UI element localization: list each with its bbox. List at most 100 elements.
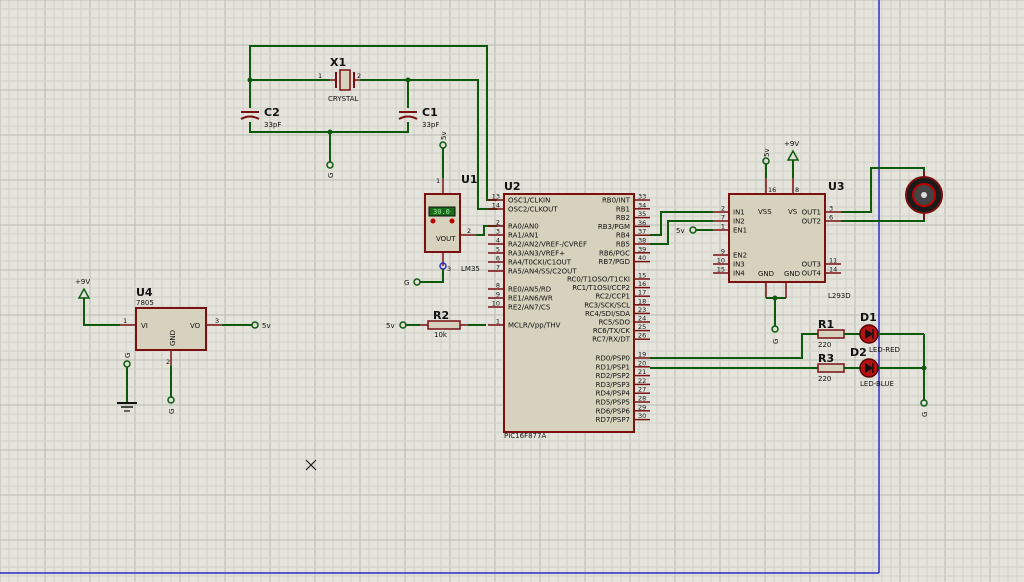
u2-right-pin-number: 21	[638, 368, 646, 376]
r1-ref: R1	[818, 318, 834, 331]
regulator-u4[interactable]: +9V VI VO GND U4 7805 5v 1 2 3 G	[75, 278, 271, 414]
u1-gnd-label: G	[404, 279, 409, 287]
u3-ref: U3	[828, 180, 845, 193]
u3-body	[728, 193, 826, 283]
u3-vss-terminal[interactable]	[762, 157, 770, 165]
resistor-r1[interactable]: R1 220	[817, 318, 860, 349]
u2-left-pin-number: 13	[492, 193, 500, 201]
u2-left-pin-name: RE1/AN6/WR	[508, 295, 553, 303]
crystal-x1[interactable]: X1 CRYSTAL 1 2	[318, 56, 361, 103]
u2-right-pin-number: 33	[638, 193, 646, 201]
r2-value: 10k	[434, 331, 448, 339]
u3-9v-label: +9V	[784, 140, 799, 148]
u2-right-pin-name: RD5/PSP5	[596, 399, 630, 407]
vcc-terminal[interactable]	[439, 141, 447, 149]
u3-9v-arrow-icon	[786, 149, 800, 161]
u3-right-pin-number: 3	[829, 205, 833, 213]
u2-left-pin-name: RA3/AN3/VREF+	[508, 250, 565, 258]
u2-right-pin-number: 20	[638, 359, 646, 367]
u4-gnd-terminal[interactable]	[167, 396, 175, 404]
u2-left-pin-number: 2	[496, 219, 500, 227]
capacitor-c2[interactable]: C2 33pF	[240, 106, 281, 129]
u1-body	[424, 193, 461, 253]
u3-en-5v-label: 5v	[676, 227, 685, 235]
wire-rb4-in1	[650, 211, 713, 236]
u4-5v-terminal[interactable]	[251, 321, 259, 329]
led-d2[interactable]: D2 LED-BLUE	[850, 346, 924, 388]
u2-left-pin-number: 4	[496, 237, 500, 245]
u2-right-pin-number: 28	[638, 395, 646, 403]
u4-body	[135, 307, 207, 351]
u2-right-pin-number: 23	[638, 306, 646, 314]
u3-left-pin-name: IN4	[733, 270, 745, 278]
c1-value: 33pF	[422, 121, 439, 129]
u4-5v-label: 5v	[262, 322, 271, 330]
u2-left-pin-number: 1	[496, 318, 500, 326]
u3-left-pin-name: IN2	[733, 218, 745, 226]
u3-left-pin-number: 1	[721, 223, 725, 231]
u2-left-pin-name: RA5/AN4/SS/C2OUT	[508, 268, 577, 276]
capacitor-c1[interactable]: C1 33pF	[398, 106, 439, 129]
u4-value: 7805	[136, 299, 154, 307]
u4-pin3: 3	[215, 317, 219, 325]
u2-right-pin-number: 18	[638, 297, 646, 305]
u3-pin16: 16	[768, 186, 776, 194]
u4-pin1: 1	[123, 317, 127, 325]
x1-value: CRYSTAL	[328, 95, 359, 103]
u1-ref: U1	[461, 173, 478, 186]
u3-right-pin-number: 14	[829, 266, 837, 274]
u1-led-left	[430, 218, 436, 224]
u2-right-pin-number: 19	[638, 351, 646, 359]
u2-right-pin-name: RD1/PSP1	[596, 363, 630, 371]
u3-left-pin-number: 7	[721, 214, 725, 222]
u1-gnd-terminal[interactable]	[413, 278, 421, 286]
u2-right-pin-name: RD7/PSP7	[596, 416, 630, 424]
u3-gnd-label: G	[772, 339, 780, 344]
r2-ref: R2	[433, 309, 449, 322]
cursor-cross-icon	[305, 459, 317, 471]
dc-motor[interactable]	[841, 167, 943, 222]
u2-right-pin-number: 25	[638, 323, 646, 331]
u2-right-pin-name: RC2/CCP1	[595, 293, 630, 301]
resistor-r2[interactable]: 5v R2 10k	[386, 309, 486, 339]
u2-left-pin-name: RA2/AN2/VREF-/CVREF	[508, 241, 587, 249]
wire-osc2	[360, 79, 497, 210]
resistor-r3[interactable]: R3 220	[817, 352, 860, 383]
x1-ref: X1	[330, 56, 346, 69]
u3-left-pin-number: 15	[717, 266, 725, 274]
u2-right-pin-number: 39	[638, 245, 646, 253]
d2-ref: D2	[850, 346, 867, 359]
u2-left-pin-name: RE0/AN5/RD	[508, 286, 551, 294]
u2-left-pin-name: RE2/AN7/CS	[508, 304, 551, 312]
c2-ref: C2	[264, 106, 280, 119]
x1-pin2: 2	[357, 72, 361, 80]
u3-right-pin-name: OUT1	[802, 209, 821, 217]
junction	[405, 77, 411, 83]
sensor-u1[interactable]: 5v 30.0 VOUT U1 LM35 1 2 3 G	[404, 131, 497, 287]
u2-right-pin-number: 35	[638, 210, 646, 218]
led-gnd-terminal[interactable]	[920, 399, 928, 407]
u2-right-pin-number: 15	[638, 272, 646, 280]
u2-right-pin-name: RB6/PGC	[599, 249, 630, 257]
u2-right-pin-name: RC6/TX/CK	[593, 327, 631, 335]
led-gnd-label: G	[921, 412, 929, 417]
gnd-terminal-left[interactable]	[123, 360, 131, 368]
u2-right-pin-name: RC3/SCK/SCL	[584, 301, 630, 309]
microcontroller-u2[interactable]: U2 PIC16F877A OSC1/CLKIN13OSC2/CLKOUT14R…	[488, 180, 650, 440]
ground-symbol[interactable]: G	[117, 353, 137, 412]
u4-9v-label: +9V	[75, 278, 90, 286]
u3-left-pin-name: EN2	[733, 252, 747, 260]
u1-pin2: 2	[467, 227, 471, 235]
u2-right-pin-name: RD3/PSP3	[596, 381, 630, 389]
u2-right-pin-number: 36	[638, 219, 646, 227]
led-d1[interactable]: D1 LED-RED	[859, 311, 924, 354]
u3-gnd-terminal[interactable]	[771, 325, 779, 333]
u2-right-pin-name: RD6/PSP6	[596, 407, 631, 415]
gnd-terminal[interactable]	[326, 161, 334, 169]
u4-vi-label: VI	[141, 322, 148, 330]
